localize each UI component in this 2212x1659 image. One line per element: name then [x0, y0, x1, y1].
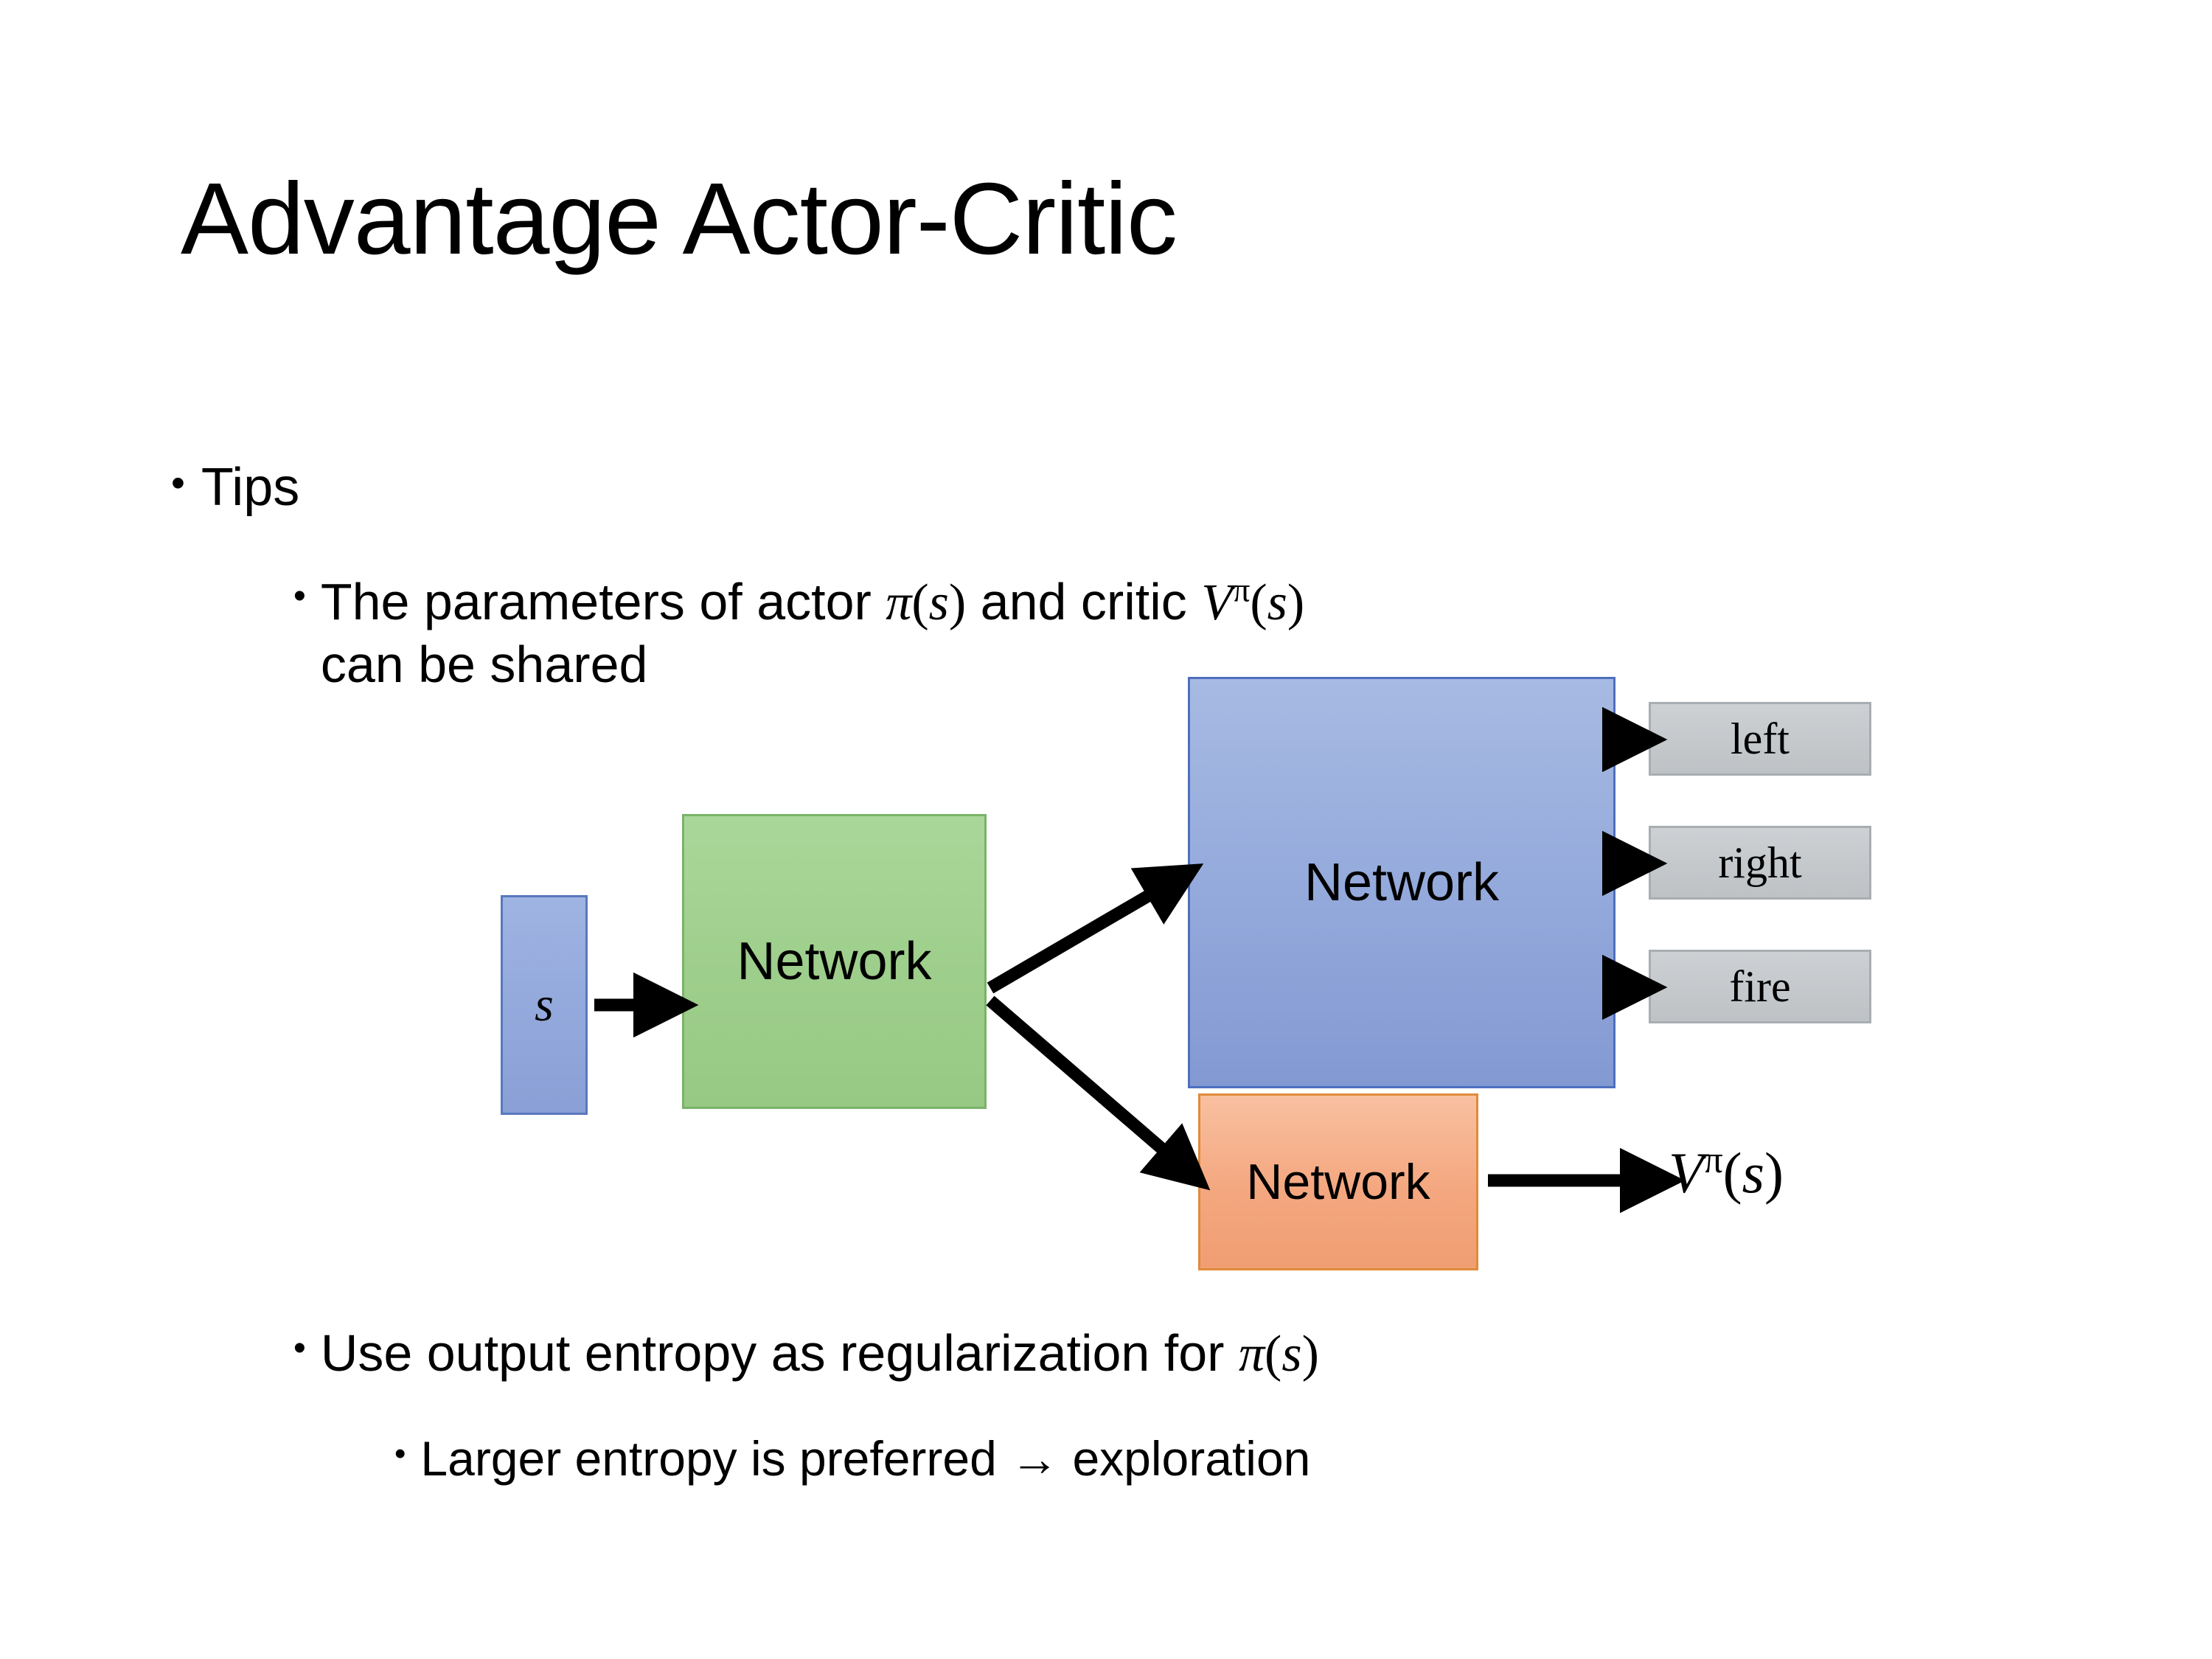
pi-symbol: π	[886, 574, 912, 631]
bullet-marker-icon: •	[293, 577, 306, 616]
s-symbol: s	[1267, 574, 1287, 631]
s-symbol: s	[928, 574, 949, 631]
state-input-label: s	[535, 978, 554, 1032]
paren-open: (	[911, 574, 929, 631]
paren-open: (	[1265, 1326, 1282, 1382]
paren-close: )	[948, 574, 967, 631]
s-symbol: s	[1281, 1326, 1302, 1382]
v-superscript-pi: π	[1703, 1139, 1723, 1181]
critic-value-output-label: Vπ(s)	[1669, 1139, 1784, 1206]
bullet-tips: • Tips	[171, 457, 299, 518]
bullet-tips-label: Tips	[201, 458, 300, 517]
actor-network-label: Network	[1304, 853, 1500, 912]
action-output-right: right	[1649, 826, 1871, 900]
v-symbol: V	[1201, 574, 1233, 631]
v-superscript-pi: π	[1232, 571, 1251, 609]
state-input-box: s	[501, 895, 588, 1115]
bullet-exploration-label: Larger entropy is preferred → exploratio…	[420, 1431, 1311, 1486]
shared-params-mid: and critic	[966, 573, 1202, 630]
action-output-fire: fire	[1649, 950, 1871, 1023]
paren-close: )	[1764, 1141, 1784, 1205]
bullet-shared-parameters: • The parameters of actor π(s) and criti…	[293, 571, 2078, 695]
v-symbol: V	[1669, 1141, 1704, 1205]
shared-params-prefix: The parameters of actor	[320, 573, 886, 630]
paren-open: (	[1722, 1141, 1742, 1205]
bullet-entropy-regularization: • Use output entropy as regularization f…	[293, 1324, 1319, 1384]
arrow-shared-to-actor-icon	[987, 863, 1204, 994]
bullet-shared-parameters-label: The parameters of actor π(s) and critic …	[321, 571, 1304, 695]
shared-network-label: Network	[737, 932, 932, 991]
paren-open: (	[1250, 574, 1267, 631]
pi-symbol: π	[1238, 1326, 1265, 1382]
s-symbol: s	[1742, 1141, 1764, 1205]
action-output-left-label: left	[1731, 714, 1790, 763]
page-title: Advantage Actor-Critic	[181, 162, 1178, 276]
bullet-marker-icon: •	[394, 1436, 406, 1472]
entropy-prefix: Use output entropy as regularization for	[320, 1324, 1239, 1382]
action-output-right-label: right	[1718, 838, 1802, 887]
paren-close: )	[1287, 574, 1305, 631]
arrow-shared-to-critic-icon	[986, 995, 1211, 1191]
bullet-marker-icon: •	[171, 461, 185, 505]
critic-network-label: Network	[1246, 1154, 1430, 1210]
action-output-left: left	[1649, 702, 1871, 776]
shared-network-box: Network	[682, 814, 987, 1109]
action-output-fire-label: fire	[1729, 961, 1791, 1011]
actor-network-box: Network	[1188, 677, 1615, 1088]
bullet-exploration: • Larger entropy is preferred → explorat…	[394, 1430, 1310, 1486]
shared-params-line2: can be shared	[320, 635, 648, 693]
bullet-marker-icon: •	[293, 1329, 306, 1368]
bullet-entropy-label: Use output entropy as regularization for…	[321, 1324, 1319, 1384]
paren-close: )	[1301, 1326, 1319, 1382]
critic-network-box: Network	[1198, 1093, 1478, 1270]
